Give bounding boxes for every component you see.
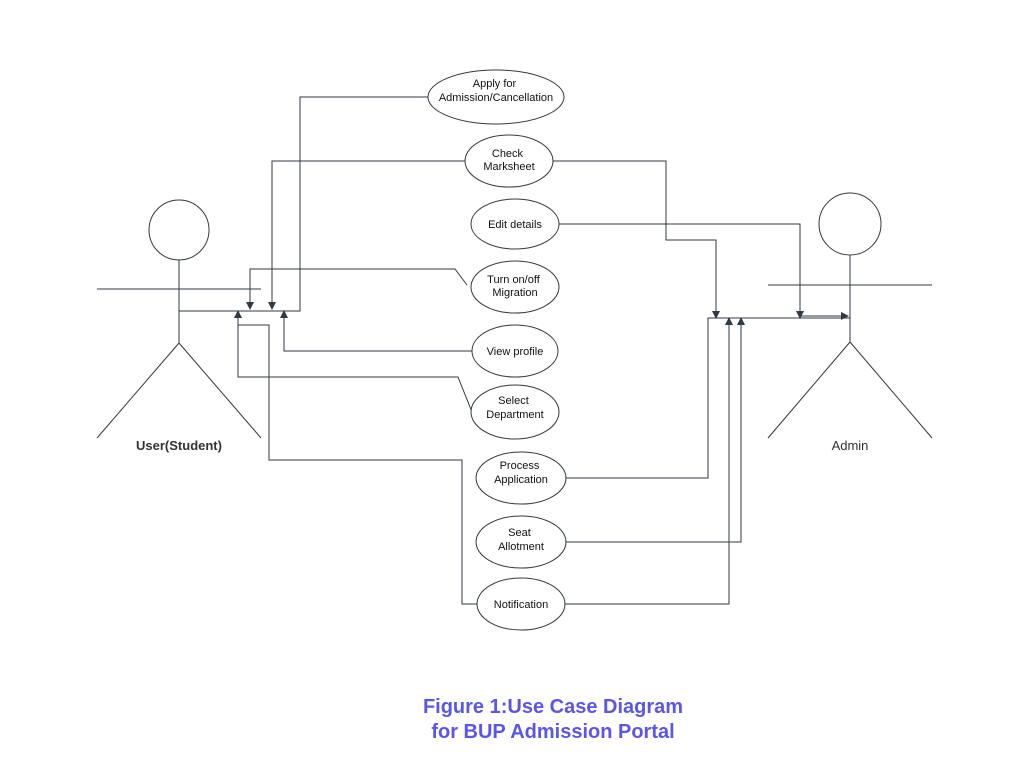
actor-student: [96, 199, 262, 439]
use-case-notification-label: Notification: [494, 599, 548, 611]
use-case-department[interactable]: Select Department: [470, 384, 560, 440]
use-case-process[interactable]: Process Application: [475, 451, 567, 505]
use-case-seat-label: Seat Allotment: [498, 527, 544, 553]
connector-notification-admin: [565, 317, 733, 605]
connector-marksheet: [268, 160, 465, 310]
use-case-marksheet[interactable]: Check Marksheet: [464, 134, 554, 188]
use-case-edit-ellipse: [470, 198, 560, 250]
use-case-apply-line-2: Admission/Cancellation: [439, 92, 553, 104]
actor-admin-head: [818, 192, 882, 256]
use-case-notification-line-1: Notification: [494, 599, 548, 611]
figure-caption: Figure 1:Use Case Diagram for BUP Admiss…: [330, 695, 776, 745]
use-case-process-line-2: Application: [494, 474, 548, 486]
use-case-edit-label: Edit details: [488, 219, 542, 231]
actor-admin: [767, 192, 933, 439]
use-case-migration-line-1: Turn on/off: [487, 274, 541, 286]
connector-process: [566, 317, 850, 479]
use-case-marksheet-label: Check Marksheet: [483, 148, 534, 173]
use-case-seat-ellipse: [475, 515, 567, 569]
use-case-apply[interactable]: Apply for Admission/Cancellation: [427, 69, 565, 125]
use-case-apply-line-1: Apply for: [473, 78, 517, 90]
use-case-apply-label: Apply for Admission/Cancellation: [439, 78, 553, 104]
use-case-department-ellipse: [470, 384, 560, 440]
connector-migration: [246, 268, 468, 310]
actor-admin-right-leg: [849, 341, 933, 439]
use-case-profile-ellipse: [471, 324, 559, 378]
figure-caption-line-1: Figure 1:Use Case Diagram: [422, 696, 684, 718]
use-case-notification[interactable]: Notification: [476, 577, 566, 631]
use-case-apply-ellipse: [427, 69, 565, 125]
use-case-department-label: Select Department: [486, 395, 543, 421]
use-case-department-line-2: Department: [486, 409, 543, 421]
use-case-process-line-1: Process: [500, 460, 540, 472]
connector-department: [234, 310, 473, 413]
connector-notification: [238, 324, 478, 605]
use-case-profile-line-1: View profile: [487, 346, 544, 358]
actor-student-left-leg: [96, 342, 180, 439]
use-case-migration-label: Turn on/off Migration: [487, 274, 543, 299]
use-case-seat[interactable]: Seat Allotment: [475, 515, 567, 569]
connector-apply: [179, 96, 428, 312]
use-case-seat-line-2: Allotment: [498, 541, 544, 553]
use-case-profile-label: View profile: [487, 346, 544, 358]
actor-admin-label: Admin: [832, 438, 869, 453]
connector-marksheet-admin: [553, 160, 720, 319]
connectors: [179, 96, 850, 605]
use-case-notification-ellipse: [476, 577, 566, 631]
actor-student-right-leg: [178, 342, 262, 439]
use-case-seat-line-1: Seat: [508, 527, 531, 539]
use-case-profile[interactable]: View profile: [471, 324, 559, 378]
use-case-migration-line-2: Migration: [492, 287, 537, 299]
connector-profile: [280, 310, 472, 352]
figure-caption-line-2: for BUP Admission Portal: [431, 721, 675, 743]
use-case-department-line-1: Select: [498, 395, 529, 407]
use-case-edit-line-1: Edit details: [488, 219, 542, 231]
actor-admin-left-leg: [767, 341, 851, 439]
actor-student-head: [148, 199, 210, 261]
use-case-migration[interactable]: Turn on/off Migration: [470, 260, 560, 314]
use-case-marksheet-line-2: Marksheet: [483, 161, 534, 173]
use-case-process-label: Process Application: [494, 460, 548, 486]
connector-seat: [566, 317, 745, 543]
connector-edit: [559, 223, 804, 319]
use-case-process-ellipse: [475, 451, 567, 505]
use-case-marksheet-ellipse: [464, 134, 554, 188]
use-case-edit[interactable]: Edit details: [470, 198, 560, 250]
actor-student-label: User(Student): [136, 438, 222, 453]
use-case-marksheet-line-1: Check: [492, 148, 524, 160]
use-case-migration-ellipse: [470, 260, 560, 314]
